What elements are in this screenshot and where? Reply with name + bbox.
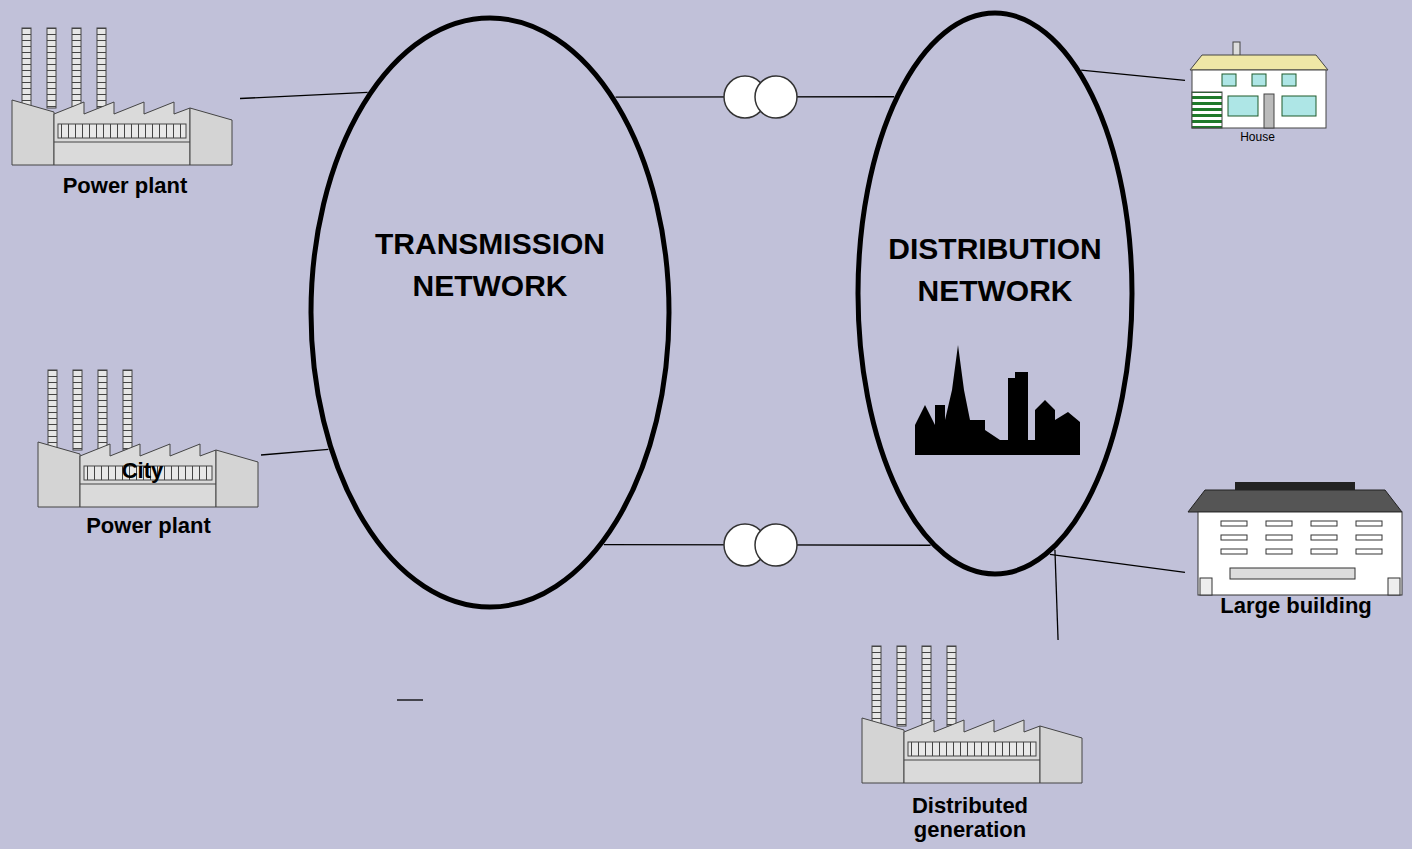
generator-icon bbox=[862, 646, 1082, 783]
transformer-symbol bbox=[724, 524, 797, 566]
power-plant-icon bbox=[12, 28, 232, 165]
power-plant-node: Power plant bbox=[10, 25, 240, 200]
power-line bbox=[1055, 550, 1058, 640]
node-label: City bbox=[118, 459, 168, 483]
node-label: TRANSMISSION NETWORK bbox=[308, 223, 672, 307]
stray-dash bbox=[397, 699, 423, 700]
network-outline bbox=[308, 15, 672, 610]
network-outline bbox=[311, 18, 669, 607]
node-label: Power plant bbox=[59, 174, 192, 198]
node-label: Large building bbox=[1216, 594, 1376, 618]
power-plant-node: Power plant bbox=[36, 370, 261, 540]
distributed-generation-node: Distributed generation bbox=[851, 640, 1089, 844]
node-label: House bbox=[1236, 131, 1279, 144]
house-icon bbox=[1190, 42, 1328, 128]
large-building-icon bbox=[1188, 482, 1402, 595]
transformer-symbol bbox=[724, 76, 797, 118]
power-line bbox=[240, 92, 368, 98]
city-skyline bbox=[915, 345, 1080, 455]
power-line bbox=[1081, 70, 1185, 80]
large-building-node: Large building bbox=[1185, 480, 1407, 620]
transmission-network: TRANSMISSION NETWORK bbox=[308, 15, 672, 610]
node-label: Distributed generation bbox=[851, 794, 1089, 842]
power-line bbox=[261, 449, 328, 455]
node-label: DISTRIBUTION NETWORK bbox=[855, 228, 1135, 312]
power-line bbox=[1050, 554, 1185, 572]
node-label: Power plant bbox=[82, 514, 215, 538]
house-node: House bbox=[1185, 40, 1330, 146]
power-plant-icon bbox=[38, 370, 258, 507]
distribution-network: DISTRIBUTION NETWORKCity bbox=[855, 10, 1135, 577]
city-node: City bbox=[50, 330, 235, 485]
